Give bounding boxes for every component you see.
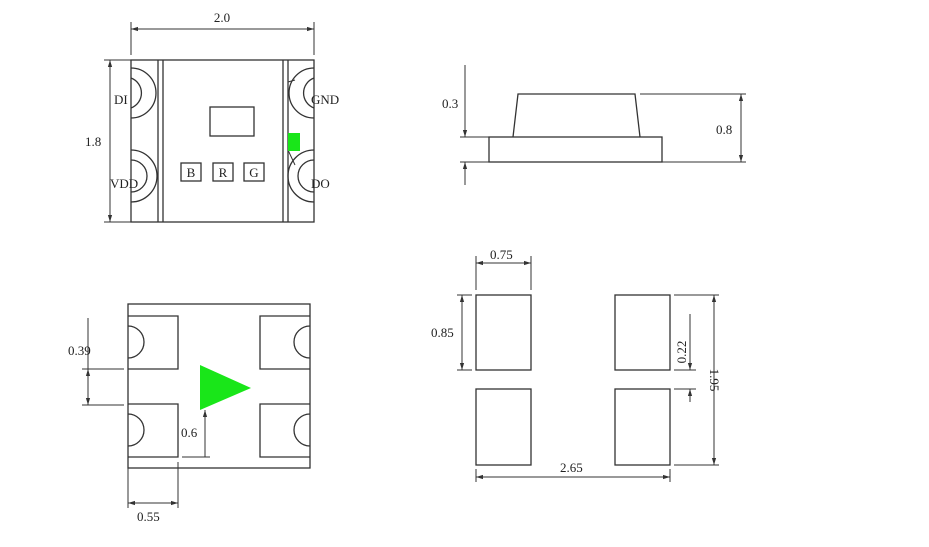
- chip-g: [243, 162, 265, 182]
- land-pad: [614, 388, 671, 466]
- pin-label-do: DO: [311, 176, 330, 191]
- dim-width: 2.0: [214, 10, 230, 25]
- chip-label-g: G: [249, 165, 258, 180]
- dim-height: 1.8: [85, 134, 101, 149]
- ic-window: [209, 106, 255, 137]
- dim-pad-gap: 0.39: [68, 343, 91, 358]
- land-pad: [475, 294, 532, 371]
- land-pad: [614, 294, 671, 371]
- top-view: B R G DI VDD GND DO 2.0 1.8: [85, 10, 339, 223]
- chip-r: [212, 162, 234, 182]
- land-pad: [475, 388, 532, 466]
- footprint: 0.75 0.85 1.95 0.22 2.65: [431, 247, 722, 482]
- dim-total-height: 0.8: [716, 122, 732, 137]
- pin-label-gnd: GND: [311, 92, 339, 107]
- dim-total-width: 2.65: [560, 460, 583, 475]
- base: [488, 136, 663, 163]
- pad-vdd: [130, 149, 158, 203]
- side-view: 0.3 0.8: [442, 65, 746, 185]
- polarity-mark: [200, 365, 251, 410]
- dim-pad-gap: 0.22: [674, 341, 689, 364]
- bottom-view: 0.39 0.6 0.55: [68, 303, 311, 524]
- led-marker: [288, 133, 300, 151]
- pin-label-di: DI: [114, 92, 128, 107]
- pad-do: [287, 149, 315, 203]
- pad-di: [130, 67, 157, 119]
- chip-label-b: B: [187, 165, 196, 180]
- package-outline: [127, 303, 311, 469]
- pin-label-vdd: VDD: [110, 176, 138, 191]
- dim-total-height: 1.95: [707, 369, 722, 392]
- chip-label-r: R: [219, 165, 228, 180]
- dim-base-height: 0.3: [442, 96, 458, 111]
- dim-land-width: 0.75: [490, 247, 513, 262]
- lens: [512, 93, 641, 138]
- chip-b: [180, 162, 202, 182]
- package-body: [130, 59, 315, 223]
- pad-gnd: [288, 67, 315, 119]
- dim-pad-width: 0.55: [137, 509, 160, 524]
- dim-mark: 0.6: [181, 425, 198, 440]
- dim-land-height: 0.85: [431, 325, 454, 340]
